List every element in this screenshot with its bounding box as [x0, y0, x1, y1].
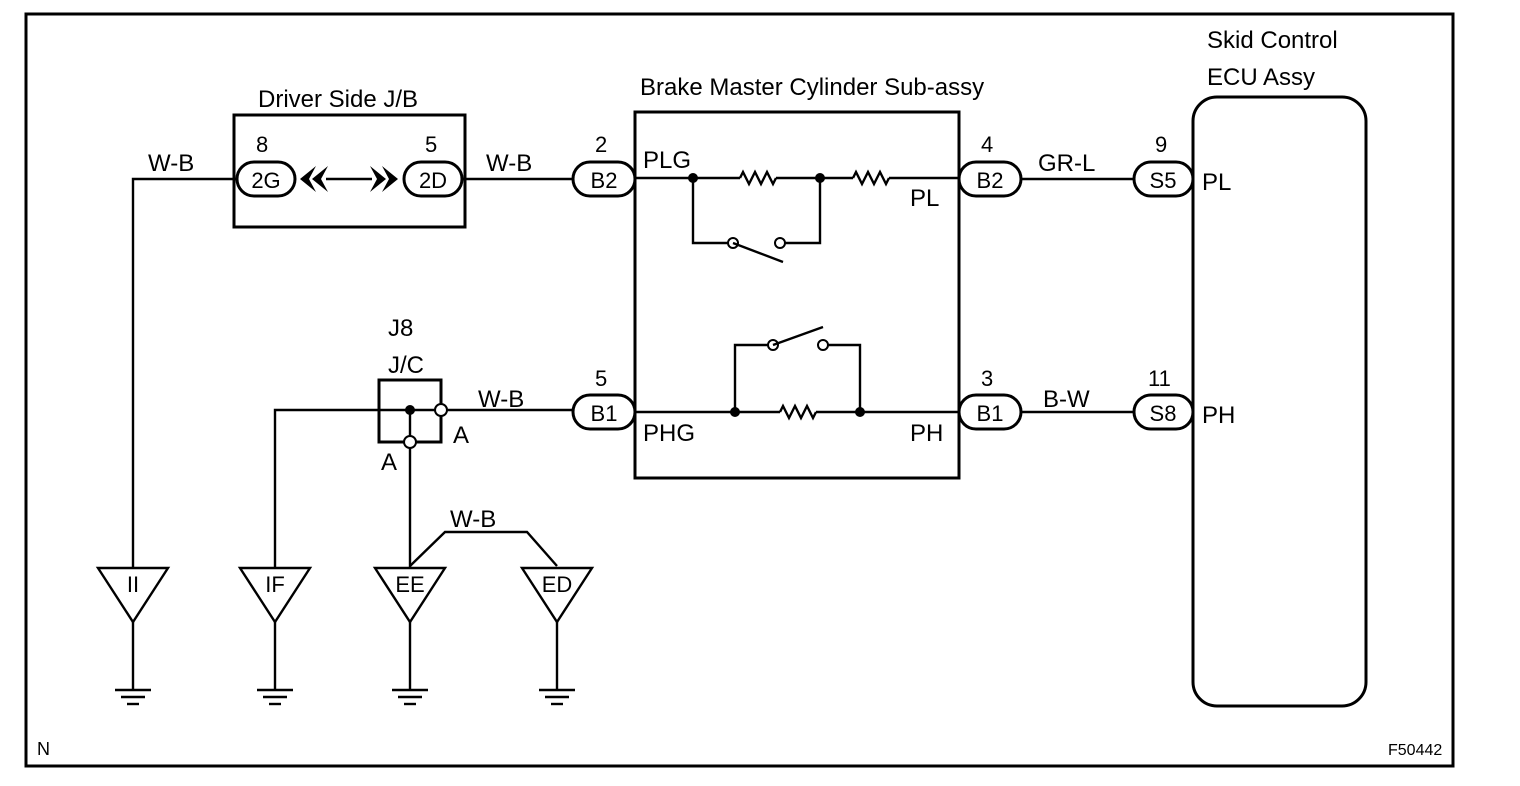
driver-jb-left-pin: 8	[256, 132, 268, 157]
wire-label-ee-to-ed: W-B	[450, 506, 496, 533]
ecu-title-line2: ECU Assy	[1207, 64, 1315, 91]
resistor-icon	[851, 169, 891, 187]
ground-label-ed: ED	[542, 572, 573, 597]
brake-master-cylinder: Brake Master Cylinder Sub-assy 2 B2 5 B1…	[571, 74, 1023, 480]
connector-2g-label: 2G	[251, 168, 280, 193]
ground-point-ii: II	[95, 566, 171, 706]
ground-point-ed: ED	[519, 566, 595, 706]
ground-triangle-icon	[237, 566, 313, 625]
connector-s8	[1132, 393, 1195, 431]
jc-terminal-bottom-label: A	[381, 449, 397, 476]
connector-2d-label: 2D	[419, 168, 447, 193]
ground-label-ii: II	[127, 572, 139, 597]
mc-in-bot-pin: 5	[595, 366, 607, 391]
switch-contact	[774, 237, 786, 249]
wire-label-left-vertical: W-B	[148, 150, 194, 177]
junction-dot	[405, 405, 415, 415]
connector-arrow-right-icon	[370, 166, 398, 192]
mc-bottom-circuit	[635, 325, 959, 421]
connector-b2-in-label: B2	[591, 168, 618, 193]
mc-out-top-pin: 4	[981, 132, 993, 157]
ground-triangle-icon	[519, 566, 595, 625]
connector-s5-label: S5	[1150, 168, 1177, 193]
mc-term-phg: PHG	[643, 420, 695, 447]
connector-s5	[1132, 160, 1195, 198]
ecu-top-pin: 9	[1155, 132, 1167, 157]
diagram-frame	[24, 12, 1455, 768]
wire-label-jc-to-mc: W-B	[478, 386, 524, 413]
ground-point-ee: EE	[372, 566, 448, 706]
mc-title: Brake Master Cylinder Sub-assy	[640, 74, 984, 101]
wire-if-branch	[273, 408, 410, 568]
corner-label: N	[37, 739, 50, 759]
mc-term-plg: PLG	[643, 147, 691, 174]
connector-b2-out-label: B2	[977, 168, 1004, 193]
connector-b1-in-label: B1	[591, 401, 618, 426]
mc-term-ph: PH	[910, 420, 943, 447]
wire-left-vertical	[131, 177, 237, 568]
ecu-term-pl: PL	[1202, 169, 1231, 196]
mc-in-top-pin: 2	[595, 132, 607, 157]
switch-blade-icon	[772, 325, 824, 347]
mc-top-circuit	[635, 169, 959, 264]
jc-id: J8	[388, 315, 413, 342]
ecu-term-ph: PH	[1202, 402, 1235, 429]
switch-blade-icon	[732, 241, 784, 264]
driver-side-jb: Driver Side J/B 8 2G 5 2D	[232, 86, 467, 229]
connector-s8-label: S8	[1150, 401, 1177, 426]
mc-out-bot-pin: 3	[981, 366, 993, 391]
jc-terminal-right	[434, 403, 448, 417]
wire-label-mc-to-ecu-bottom: B-W	[1043, 386, 1090, 413]
mc-term-pl: PL	[910, 185, 939, 212]
mc-box	[633, 110, 961, 480]
junction-connector-j8: J8 J/C A A W-B	[273, 315, 573, 568]
skid-control-ecu: Skid Control ECU Assy 9 S5 PL 11 S8 PH	[1132, 27, 1368, 708]
ecu-title-line1: Skid Control	[1207, 27, 1338, 54]
ground-triangle-icon	[372, 566, 448, 625]
jc-terminal-right-label: A	[453, 422, 469, 449]
jc-terminal-bottom	[403, 435, 417, 449]
driver-jb-title: Driver Side J/B	[258, 86, 418, 113]
switch-contact	[817, 339, 829, 351]
ground-label-if: IF	[265, 572, 285, 597]
wire-label-mc-to-ecu-top: GR-L	[1038, 150, 1095, 177]
ecu-bot-pin: 11	[1148, 366, 1171, 391]
connector-b1-out-label: B1	[977, 401, 1004, 426]
wire-label-jb-to-mc: W-B	[486, 150, 532, 177]
driver-jb-box	[232, 113, 467, 229]
ground-triangle-icon	[95, 566, 171, 625]
wire-ee-to-ed	[409, 530, 558, 567]
jc-type: J/C	[388, 352, 424, 379]
driver-jb-right-pin: 5	[425, 132, 437, 157]
ground-point-if: IF	[237, 566, 313, 706]
resistor-icon	[738, 169, 778, 187]
ground-label-ee: EE	[395, 572, 424, 597]
resistor-icon	[778, 403, 818, 421]
ecu-box	[1191, 95, 1368, 708]
connector-arrow-left-icon	[300, 166, 328, 192]
figure-id: F50442	[1388, 742, 1442, 759]
